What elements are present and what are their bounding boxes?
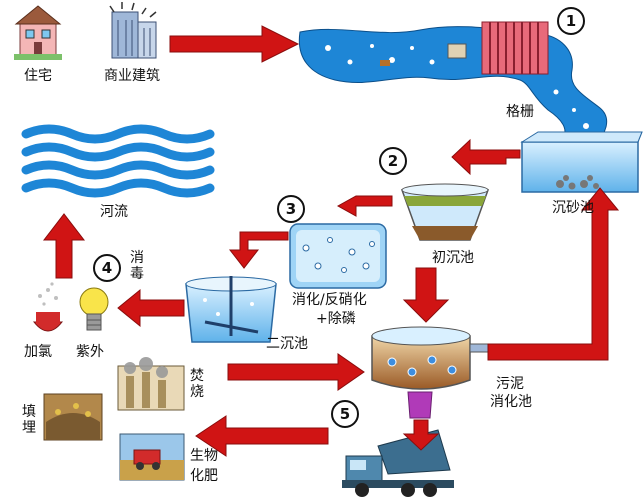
step-number-4: 4 bbox=[102, 259, 112, 277]
label-incinerate: 焚烧 bbox=[190, 368, 204, 401]
chlorine-icon bbox=[32, 282, 64, 332]
fertilizer-field-icon bbox=[119, 433, 185, 481]
label-landfill: 填埋 bbox=[22, 404, 36, 437]
step-number-2: 2 bbox=[388, 152, 398, 170]
label-fertilizer-line1: 生物 bbox=[190, 448, 218, 464]
nitrification-tank bbox=[289, 223, 387, 289]
incineration-plant-icon bbox=[117, 357, 185, 411]
uv-bulb-icon bbox=[79, 287, 109, 331]
label-residence: 住宅 bbox=[24, 68, 52, 84]
arrow-secondary-to-digester bbox=[227, 353, 365, 391]
arrow-primary-to-nitrification bbox=[336, 195, 393, 217]
arrow-digester-to-fertilizer bbox=[195, 415, 329, 457]
label-commercial: 商业建筑 bbox=[104, 68, 160, 84]
step-circle-4 bbox=[93, 254, 121, 282]
arrow-grit-to-primary bbox=[451, 138, 521, 176]
label-bnr-line1: 消化/反硝化 bbox=[292, 292, 367, 308]
primary-clarifier bbox=[400, 183, 490, 241]
grit-chamber bbox=[520, 131, 643, 193]
step-circle-1 bbox=[557, 7, 585, 35]
arrow-primary-to-digester bbox=[402, 267, 450, 323]
bar-screen bbox=[481, 21, 549, 75]
label-bnr-line2: +除磷 bbox=[316, 311, 356, 327]
step-number-3: 3 bbox=[286, 200, 296, 218]
step-circle-3 bbox=[277, 195, 305, 223]
sewage-stream bbox=[298, 26, 608, 143]
label-grit: 沉砂池 bbox=[552, 200, 594, 216]
landfill-icon bbox=[43, 393, 103, 441]
arrow-digester-to-grit bbox=[487, 187, 620, 361]
label-screen: 格栅 bbox=[506, 104, 534, 120]
label-digester-line1: 污泥 bbox=[496, 376, 524, 392]
label-primary: 初沉池 bbox=[432, 250, 474, 266]
arrow-disinfect-to-river bbox=[42, 213, 86, 279]
step-circle-5 bbox=[331, 400, 359, 428]
arrow-digester-to-truck bbox=[402, 419, 440, 451]
arrow-nitrification-to-secondary bbox=[228, 231, 289, 269]
label-fertilizer-line2: 化肥 bbox=[190, 468, 218, 484]
label-chlorine: 加氯 bbox=[24, 344, 52, 360]
commercial-building-icon bbox=[109, 2, 157, 59]
label-secondary: 二沉池 bbox=[266, 336, 308, 352]
label-uv: 紫外 bbox=[76, 344, 104, 360]
residence-icon bbox=[14, 5, 62, 60]
label-river: 河流 bbox=[100, 204, 128, 220]
step-number-5: 5 bbox=[340, 405, 350, 423]
step-circle-2 bbox=[379, 147, 407, 175]
dump-truck-icon bbox=[342, 391, 454, 497]
arrow-buildings-to-stream bbox=[169, 25, 300, 63]
step-number-1: 1 bbox=[566, 12, 576, 30]
secondary-clarifier bbox=[185, 276, 277, 343]
arrow-secondary-to-uv bbox=[117, 288, 185, 328]
sludge-digester bbox=[371, 326, 489, 390]
label-disinfect: 消毒 bbox=[130, 250, 144, 283]
river bbox=[21, 124, 215, 198]
label-digester-line2: 消化池 bbox=[490, 394, 532, 410]
